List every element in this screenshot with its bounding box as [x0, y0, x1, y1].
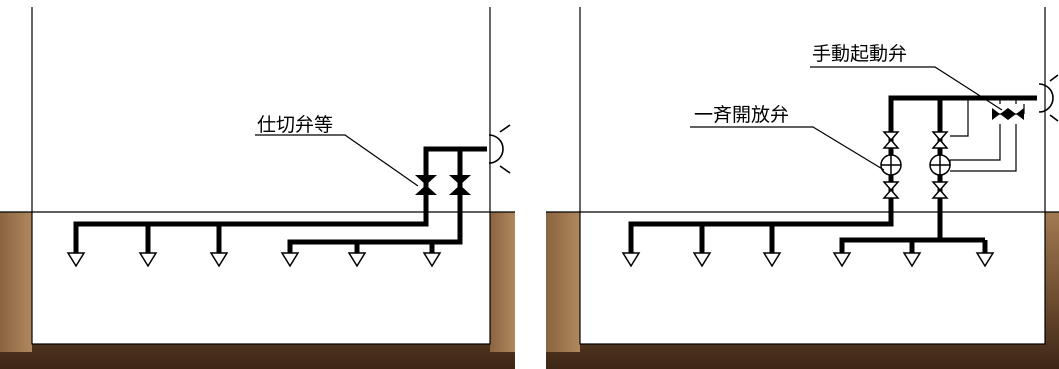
- left-branch-main-1: [73, 212, 429, 253]
- left-soil-side-right: [490, 212, 515, 352]
- right-fire-department-connection-icon: [1038, 74, 1059, 122]
- right-diagram: 一斉開放弁 手動起動弁: [546, 0, 1059, 369]
- left-soil-side: [0, 212, 32, 352]
- right-building-room: [579, 0, 1046, 345]
- left-fire-department-connection-icon: [488, 124, 511, 174]
- left-branch-main-2: [287, 212, 463, 253]
- right-riser-b: [839, 212, 943, 253]
- right-callout-leader-manual: [810, 66, 1003, 111]
- left-building-room: [31, 0, 491, 345]
- right-deluge-valve-icon: [880, 154, 902, 176]
- right-soil-side: [546, 212, 580, 352]
- left-diagram: 仕切弁等: [0, 0, 515, 369]
- right-top-mask: [576, 0, 1059, 7]
- left-callout-leader: [255, 134, 419, 187]
- right-callout-label-deluge: 一斉開放弁: [694, 104, 789, 126]
- left-top-mask: [28, 0, 494, 7]
- left-callout-label: 仕切弁等: [257, 114, 333, 136]
- right-callout-label-manual: 手動起動弁: [812, 43, 907, 65]
- right-deluge-valve-icon: [929, 154, 951, 176]
- right-callout-leader-deluge: [690, 126, 885, 171]
- right-riser-a: [628, 212, 894, 253]
